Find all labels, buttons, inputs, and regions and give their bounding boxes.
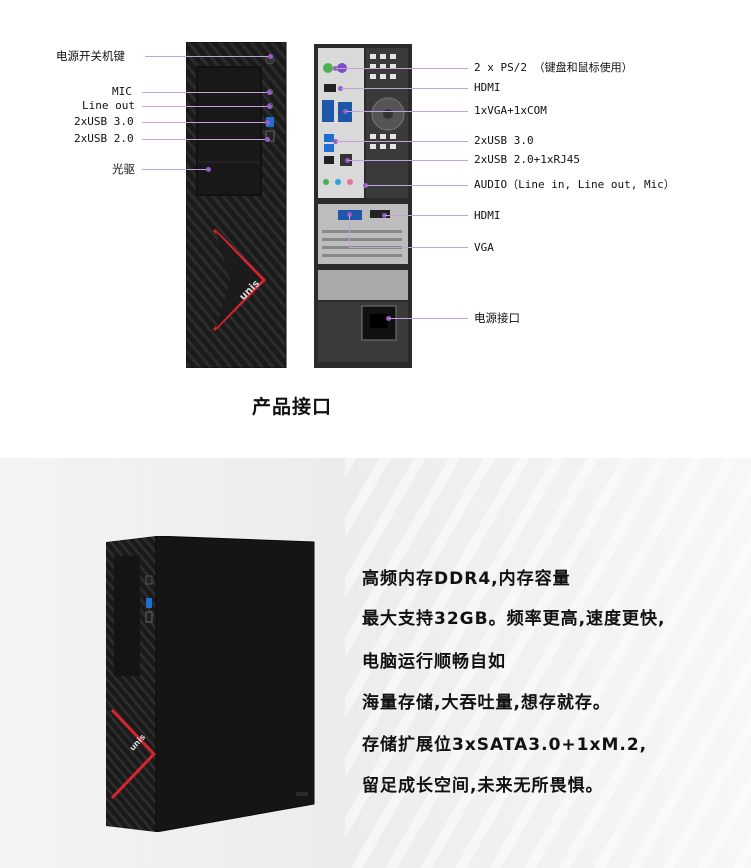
feature-line-3: 电脑运行顺畅自如 [362, 652, 506, 672]
label-usb2-front: 2xUSB 2.0 [74, 132, 134, 145]
label-power-key: 电源开关机键 [56, 49, 125, 63]
callout-dot [345, 158, 350, 163]
callout-line [385, 215, 468, 216]
label-mic: MIC [112, 85, 132, 98]
callout-dot [382, 213, 387, 218]
callout-line [142, 169, 208, 170]
section-title: 产品接口 [252, 396, 333, 418]
callout-line [346, 111, 468, 112]
label-optical-drive: 光驱 [112, 162, 135, 176]
callout-line [142, 122, 268, 123]
feature-line-6: 留足成长空间,未来无所畏惧。 [362, 776, 604, 796]
callout-dot [206, 167, 211, 172]
callout-dot [268, 54, 273, 59]
feature-line-1: 高频内存DDR4,内存容量 [362, 569, 571, 589]
callout-line [145, 56, 271, 57]
callout-line [366, 185, 468, 186]
label-line-out: Line out [82, 99, 135, 112]
pc-angle-view [106, 536, 315, 832]
label-usb3-front: 2xUSB 3.0 [74, 115, 134, 128]
pc-front-view [186, 42, 287, 368]
callout-dot [343, 109, 348, 114]
label-audio: AUDIO（Line in, Line out, Mic） [474, 178, 675, 191]
label-vga-com: 1xVGA+1xCOM [474, 104, 547, 117]
callout-dot [347, 212, 352, 217]
label-hdmi-gpu: HDMI [474, 209, 501, 222]
feature-line-4: 海量存储,大吞吐量,想存就存。 [362, 693, 611, 713]
callout-line [349, 247, 468, 248]
callout-dot [265, 120, 270, 125]
feature-section: unis 高频内存DDR4,内存容量 最大支持32GB。频率更高,速度更快, 电… [0, 458, 751, 868]
label-power-port: 电源接口 [474, 311, 520, 325]
callout-line [142, 106, 270, 107]
label-vga-gpu: VGA [474, 241, 494, 254]
callout-line [142, 139, 268, 140]
callout-dot [363, 183, 368, 188]
callout-dot [265, 137, 270, 142]
callout-dot [267, 90, 272, 95]
callout-line [349, 215, 350, 247]
label-usb3-rear: 2xUSB 3.0 [474, 134, 534, 147]
feature-line-5: 存储扩展位3xSATA3.0+1xM.2, [362, 735, 648, 755]
callout-dot [333, 66, 338, 71]
callout-line [341, 88, 468, 89]
label-usb2-rj45: 2xUSB 2.0+1xRJ45 [474, 153, 580, 166]
label-hdmi-top: HDMI [474, 81, 501, 94]
callout-dot [386, 316, 391, 321]
callout-dot [267, 104, 272, 109]
background-stripes [345, 458, 751, 868]
interface-section: unis [56, 42, 675, 418]
callout-line [336, 141, 468, 142]
pc-rear-view [314, 44, 412, 368]
callout-line [142, 92, 270, 93]
callout-dot [333, 139, 338, 144]
callout-line [348, 160, 468, 161]
label-ps2: 2 x PS/2 （键盘和鼠标使用） [474, 61, 633, 74]
feature-line-2: 最大支持32GB。频率更高,速度更快, [362, 609, 666, 629]
callout-dot [338, 86, 343, 91]
callout-line [336, 68, 468, 69]
callout-line [389, 318, 468, 319]
